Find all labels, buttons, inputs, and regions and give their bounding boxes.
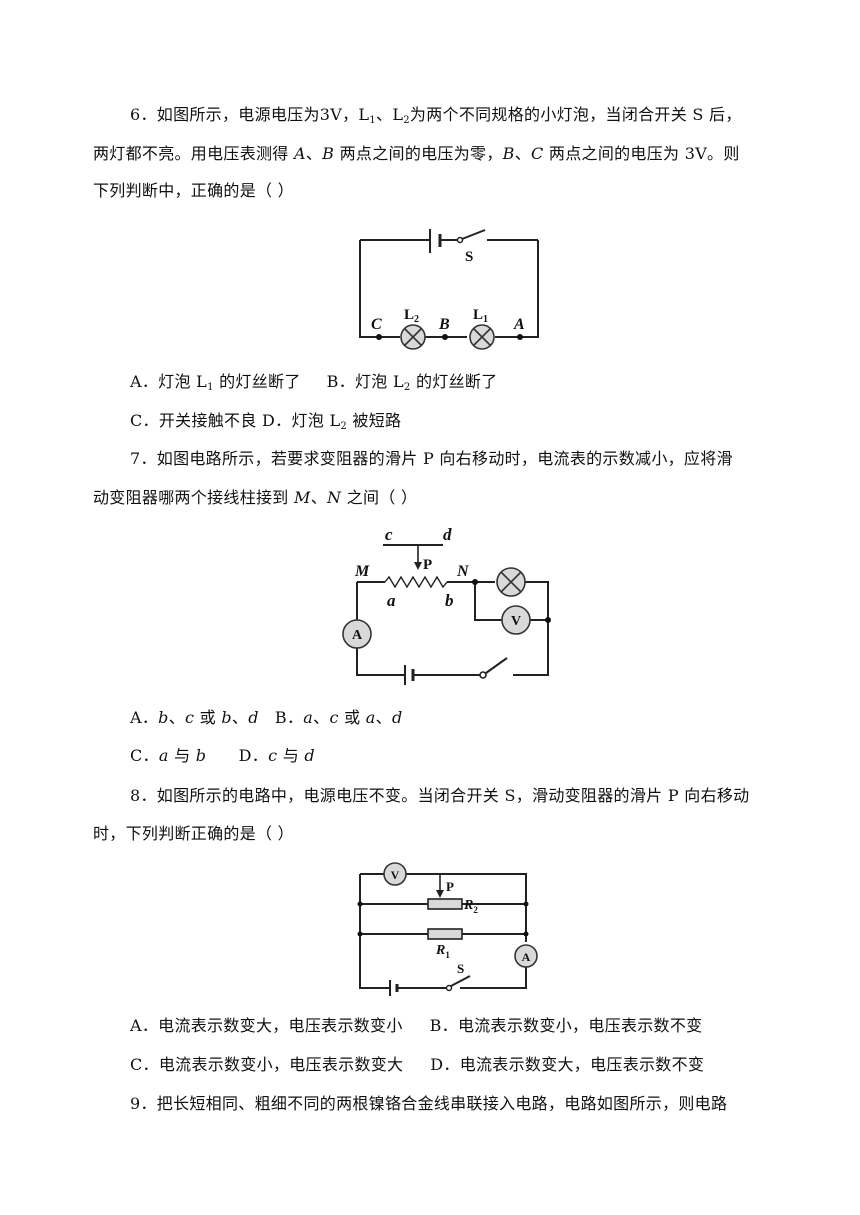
variable-text: b	[221, 708, 232, 727]
variable-text: a	[303, 708, 314, 727]
option-text: B．	[258, 708, 304, 727]
q6-options-cd[interactable]: C．开关接触不良 D．灯泡 L2 被短路	[130, 411, 402, 432]
q6-option-b[interactable]: B．灯泡 L2 的灯丝断了	[326, 372, 498, 393]
q8-stem-line-1: 8．如图所示的电路中，电源电压不变。当闭合开关 S，滑动变阻器的滑片 P 向右移…	[130, 786, 750, 805]
label-a: A	[513, 316, 525, 333]
variable-text: b	[195, 746, 207, 765]
option-text: 或	[194, 708, 222, 727]
q6-stem-line-3: 下列判断中，正确的是（ ）	[93, 181, 294, 200]
voltmeter-icon	[383, 862, 407, 886]
q7-circuit-diagram: c d P M N a b A V	[342, 525, 551, 685]
node-a	[517, 334, 523, 340]
label-b: b	[445, 591, 454, 610]
option-text: 与	[168, 746, 196, 765]
q8-stem-line-2: 时，下列判断正确的是（ ）	[93, 824, 294, 843]
variable-text: d	[391, 708, 403, 727]
q7-stem-line-2: 动变阻器哪两个接线柱接到 M、N 之间（ ）	[93, 488, 418, 507]
q6-options-ab: A．灯泡 L1 的灯丝断了 B．灯泡 L2 的灯丝断了	[130, 372, 498, 393]
label-voltmeter: V	[391, 868, 400, 882]
label-c: c	[385, 525, 393, 544]
ammeter-icon	[514, 944, 538, 968]
q6-stem-line-2: 两灯都不亮。用电压表测得 A、B 两点之间的电压为零，B、C 两点之间的电压为 …	[93, 144, 740, 163]
option-text: 、	[168, 708, 186, 727]
resistor-r1	[427, 928, 463, 940]
label-p: P	[446, 879, 454, 894]
label-l1: L1	[473, 307, 488, 325]
q8-circuit-diagram: V A P R2 R1 S	[357, 862, 538, 996]
variable-text: a	[365, 708, 376, 727]
q8-options-cd[interactable]: C．电流表示数变小，电压表示数变大 D．电流表示数变大，电压表示数不变	[130, 1055, 705, 1074]
node-c	[376, 334, 382, 340]
option-text: 、	[375, 708, 392, 727]
label-r1: R1	[435, 943, 450, 960]
variable-text: c	[185, 708, 195, 727]
label-ammeter: A	[352, 628, 363, 643]
ammeter-icon	[342, 619, 372, 649]
q6-stem-line-1: 6．如图所示，电源电压为3V，L1、L2为两个不同规格的小灯泡，当闭合开关 S …	[130, 105, 742, 126]
label-s: S	[465, 249, 473, 265]
rheostat-r2	[427, 898, 463, 910]
option-text: A．	[130, 708, 159, 727]
label-voltmeter: V	[511, 614, 521, 629]
label-b: B	[438, 316, 450, 333]
label-ammeter: A	[522, 950, 531, 964]
q7-stem-line-1: 7．如图电路所示，若要求变阻器的滑片 P 向右移动时，电流表的示数减小，应将滑	[130, 449, 733, 468]
q7-options-cd[interactable]: C．a 与 b D．c 与 d	[130, 746, 315, 766]
voltmeter-icon	[501, 605, 531, 635]
variable-text: c	[329, 708, 339, 727]
option-text: D．	[206, 746, 269, 765]
q8-options-ab[interactable]: A．电流表示数变大，电压表示数变小 B．电流表示数变小，电压表示数不变	[130, 1016, 703, 1035]
label-p: P	[423, 557, 432, 573]
variable-text: d	[304, 746, 315, 765]
q6-option-a[interactable]: A．灯泡 L1 的灯丝断了	[130, 372, 301, 393]
label-n: N	[456, 563, 470, 580]
label-m: M	[354, 563, 370, 580]
option-text: C．	[130, 746, 159, 765]
option-text: 、	[313, 708, 330, 727]
label-r2: R2	[463, 898, 478, 915]
lamp-l1-icon	[469, 324, 495, 350]
variable-text: b	[158, 708, 169, 727]
variable-text: d	[248, 708, 259, 727]
lamp-l2-icon	[400, 324, 426, 350]
variable-text: c	[268, 746, 278, 765]
q6-circuit-diagram: S C B A L2 L1	[359, 229, 539, 350]
label-c: C	[371, 316, 382, 333]
label-s: S	[457, 961, 464, 976]
node-b	[442, 334, 448, 340]
lamp-icon	[496, 567, 526, 597]
q9-stem-line-1: 9．把长短相同、粗细不同的两根镍铬合金线串联接入电路，电路如图所示，则电路	[130, 1094, 728, 1113]
label-d: d	[443, 525, 452, 544]
label-a: a	[387, 591, 396, 610]
q7-options-ab[interactable]: A．b、c 或 b、d B．a、c 或 a、d	[130, 708, 402, 728]
label-l2: L2	[404, 307, 419, 325]
option-text: 、	[231, 708, 249, 727]
variable-text: a	[158, 746, 169, 765]
option-text: 或	[338, 708, 366, 727]
option-text: 与	[277, 746, 305, 765]
